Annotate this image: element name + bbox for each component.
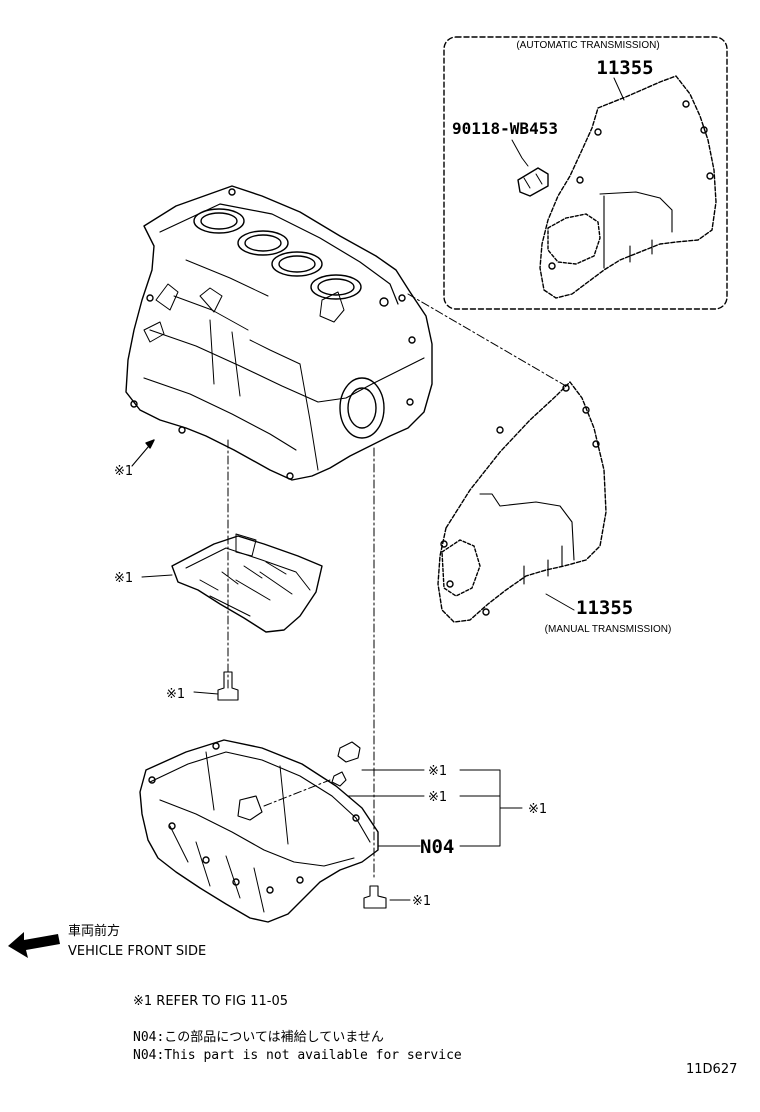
n04-note-jp: N04:この部品については補給していません xyxy=(133,1030,384,1045)
vehicle-front-label-jp: 車両前方 xyxy=(68,924,121,939)
cylinder-block xyxy=(125,185,433,481)
auto-transmission-caption: (AUTOMATIC TRANSMISSION) xyxy=(516,40,659,51)
figure-id: 11D627 xyxy=(686,1062,738,1077)
oil-pan xyxy=(139,739,379,923)
vehicle-front-label-en: VEHICLE FRONT SIDE xyxy=(68,944,207,959)
reference-note: ※1 REFER TO FIG 11-05 xyxy=(133,994,288,1009)
baffle-bolt-ref-mark: ※1 xyxy=(166,687,185,702)
oil-pan-bolt xyxy=(363,885,387,909)
baffle-ref-mark: ※1 xyxy=(114,571,133,586)
dowel-part-number: 90118-WB453 xyxy=(452,119,558,138)
n04-note-en: N04:This part is not available for servi… xyxy=(133,1048,462,1063)
manual-transmission-plate xyxy=(437,381,607,623)
vehicle-front-arrow xyxy=(8,932,60,958)
auto-plate-part-number: 11355 xyxy=(596,57,653,79)
oil-pan-part-number: N04 xyxy=(420,836,454,858)
block-ref-mark: ※1 xyxy=(114,464,133,479)
oil-baffle-plate xyxy=(171,535,323,633)
plug-ref-mark: ※1 xyxy=(428,790,447,805)
manual-plate-part-number: 11355 xyxy=(576,597,633,619)
manual-transmission-caption: (MANUAL TRANSMISSION) xyxy=(545,624,672,635)
automatic-transmission-box xyxy=(443,36,728,310)
auto-transmission-plate xyxy=(539,75,717,299)
pan-bolt-ref-mark: ※1 xyxy=(412,894,431,909)
gasket-ref-mark: ※1 xyxy=(428,764,447,779)
baffle-bolt xyxy=(217,671,239,701)
dowel-pin-part xyxy=(517,167,549,197)
group-ref-mark: ※1 xyxy=(528,802,547,817)
